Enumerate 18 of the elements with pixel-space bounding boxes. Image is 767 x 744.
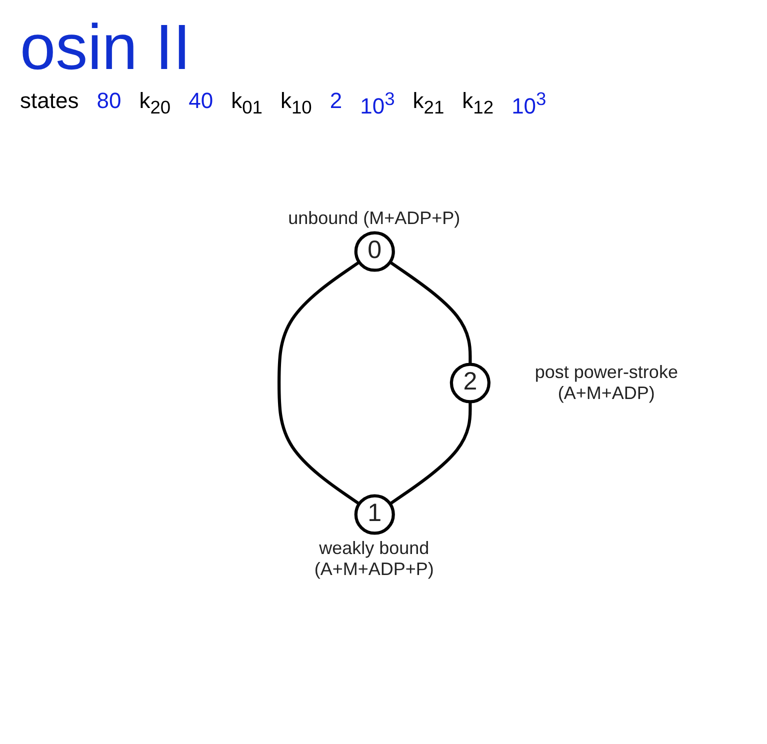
- node-circle: 0: [354, 232, 394, 272]
- rate-constant: k$_{01}$: [231, 88, 262, 120]
- connector: [277, 261, 360, 506]
- rate-value: 10$^{3}$: [512, 88, 546, 120]
- rate-value: 80: [96, 88, 122, 115]
- connector: [388, 261, 472, 365]
- rate-constant: k$_{10}$: [280, 88, 312, 120]
- node-circle: 2: [449, 363, 490, 404]
- rate-value: 40: [188, 88, 214, 115]
- rate-constant: k$_{20}$: [139, 88, 171, 120]
- connector: [388, 402, 472, 506]
- subtitle-text: states: [20, 88, 79, 115]
- rate-constant: k$_{12}$: [462, 88, 494, 120]
- rate-value: 10$^{3}$: [360, 88, 395, 120]
- rate-value: 2: [330, 88, 342, 115]
- node-circle: 1: [354, 494, 394, 536]
- title: osin II: [20, 10, 192, 84]
- rate-constant: k$_{21}$: [412, 88, 444, 120]
